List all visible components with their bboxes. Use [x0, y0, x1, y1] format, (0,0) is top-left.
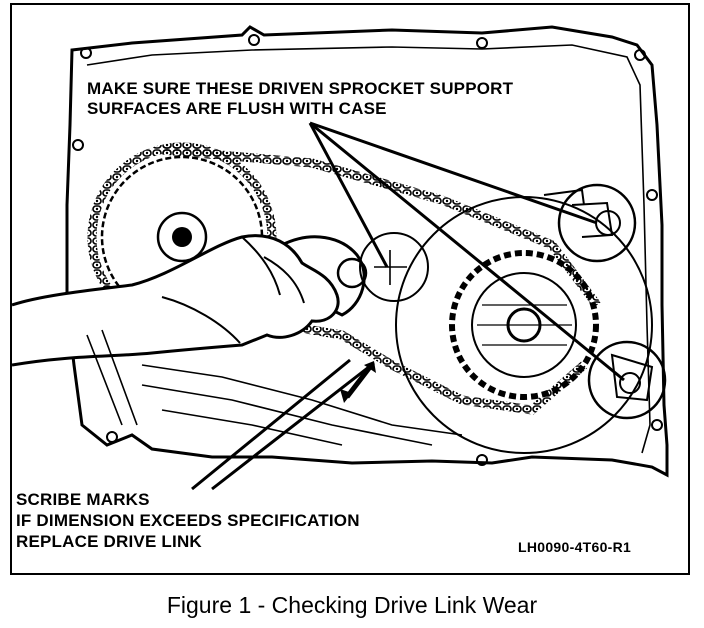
center-detail: [359, 232, 429, 302]
case-inner-ridge: [86, 44, 651, 454]
reference-code: LH0090-4T60-R1: [518, 539, 632, 555]
support-detail-lower: [587, 340, 667, 420]
drive-sprocket-hub: [156, 211, 208, 263]
callout-line: SCRIBE MARKS: [16, 490, 150, 509]
tool-bracket: [281, 235, 366, 317]
chain-upper-run: [161, 145, 601, 308]
case-ribs: [86, 329, 463, 446]
scribe-dimension-arrow: [345, 365, 372, 399]
driven-sprocket-face: [471, 272, 577, 378]
support-surface-callout: MAKE SURE THESE DRIVEN SPROCKET SUPPORT …: [87, 79, 513, 119]
callout-line: MAKE SURE THESE DRIVEN SPROCKET SUPPORT: [87, 79, 514, 98]
driven-sprocket: [449, 250, 599, 400]
chain-lower-run: [251, 315, 587, 415]
case-outline: [65, 25, 669, 478]
support-detail-upper: [557, 183, 637, 263]
figure-frame: MAKE SURE THESE DRIVEN SPROCKET SUPPORT …: [10, 3, 690, 575]
scribe-marks-callout: SCRIBE MARKS IF DIMENSION EXCEEDS SPECIF…: [16, 489, 360, 552]
drive-sprocket-bore: [172, 227, 192, 247]
callout-line: IF DIMENSION EXCEEDS SPECIFICATION: [16, 511, 360, 530]
caption-text: Figure 1 - Checking Drive Link Wear: [166, 592, 538, 618]
figure-caption: Figure 1 - Checking Drive Link Wear: [0, 592, 704, 619]
callout-line: REPLACE DRIVE LINK: [16, 532, 202, 551]
transmission-illustration: [12, 25, 669, 491]
callout-leaders: [191, 121, 625, 491]
callout-line: SURFACES ARE FLUSH WITH CASE: [87, 99, 387, 118]
